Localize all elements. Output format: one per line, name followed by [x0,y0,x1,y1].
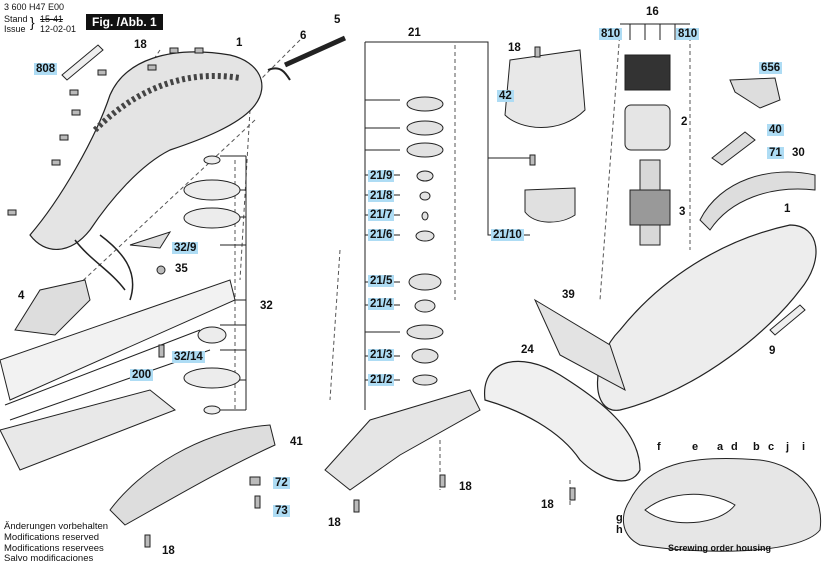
callout-21-4: 21/4 [368,298,395,310]
screwing-order-caption: Screwing order housing [668,543,772,553]
footer-note-es: Salvo modificaciones [4,553,94,564]
callout-1: 1 [784,203,791,215]
callout-32-14: 32/14 [172,351,205,363]
callout-18: 18 [134,39,147,51]
callout-18: 18 [508,42,521,54]
housing-half-left [29,51,263,250]
brush-holder [624,54,671,91]
gear-housing [324,389,481,491]
callout-41: 41 [290,436,303,448]
callout-21-6: 21/6 [368,229,395,241]
motor-cover [504,49,586,128]
screw-order-letter: c [768,441,775,453]
front-handle [699,171,816,231]
screw-order-letter: e [692,441,699,453]
gear-discs [183,155,241,415]
doc-number: 3 600 H47 E00 [4,2,65,12]
cable-plug [283,35,347,68]
callout-6: 6 [300,30,307,42]
callout-18: 18 [162,545,175,557]
gearbox-stack [406,96,444,386]
callout-9: 9 [769,345,776,357]
hand-guard [484,360,641,482]
footer-note-en: Modifications reserved [4,532,100,543]
field-coil [624,104,671,151]
callout-24: 24 [521,344,534,356]
bracket-16 [620,23,690,40]
cutter-blade [0,279,236,401]
stand-label: Stand [4,14,28,24]
blade-guard [0,389,176,471]
callout-35: 35 [175,263,188,275]
screw-order-letter: i [802,441,806,453]
callout-21-7: 21/7 [368,209,395,221]
callout-16: 16 [646,6,659,18]
wire-harness [74,234,134,301]
callout-2: 2 [681,116,688,128]
callout-42: 42 [497,90,514,102]
screw-order-letter: f [657,441,661,453]
lower-housing [109,424,276,526]
callout-71: 71 [767,147,784,159]
switch-part [14,279,91,336]
callout-3: 3 [679,206,686,218]
callout-39: 39 [562,289,575,301]
callout-21: 21 [408,27,421,39]
housing-half-right [596,224,817,411]
callout-21-9: 21/9 [368,170,395,182]
stand-date: 15-41 [40,14,64,24]
callout-21-3: 21/3 [368,349,395,361]
callout-18: 18 [328,517,341,529]
footer-note-de: Änderungen vorbehalten [4,521,109,532]
callout-18: 18 [541,499,554,511]
bearing-support [524,187,576,223]
callout-18: 18 [459,481,472,493]
screw-order-letter: a [717,441,724,453]
callout-4: 4 [18,290,25,302]
callout-810: 810 [599,28,623,40]
callout-72: 72 [273,477,290,489]
callout-21-10: 21/10 [491,229,524,241]
bracket-21 [364,41,530,410]
callout-21-8: 21/8 [368,190,395,202]
brace: } [30,14,35,30]
callout-30: 30 [792,147,805,159]
callout-1: 1 [236,37,243,49]
callout-200: 200 [130,369,154,381]
callout-21-2: 21/2 [368,374,395,386]
issue-label: Issue [4,24,26,34]
screw-order-letter: g [616,512,623,524]
callout-656: 656 [759,62,783,74]
callout-32-9: 32/9 [172,242,199,254]
screw-order-letter: d [731,441,738,453]
issue-date: 12-02-01 [40,24,77,34]
callout-73: 73 [273,505,290,517]
callout-808: 808 [34,63,58,75]
screw-order-letter: b [753,441,760,453]
figure-label: Fig. /Abb. 1 [86,14,163,30]
callout-32: 32 [260,300,273,312]
callout-5: 5 [334,14,341,26]
air-filter [533,298,626,392]
footer-note-fr: Modifications reservees [4,543,104,554]
callout-40: 40 [767,124,784,136]
screw-order-letter: j [786,441,790,453]
callout-810: 810 [676,28,700,40]
callout-21-5: 21/5 [368,275,395,287]
screw-order-letter: h [616,524,623,536]
